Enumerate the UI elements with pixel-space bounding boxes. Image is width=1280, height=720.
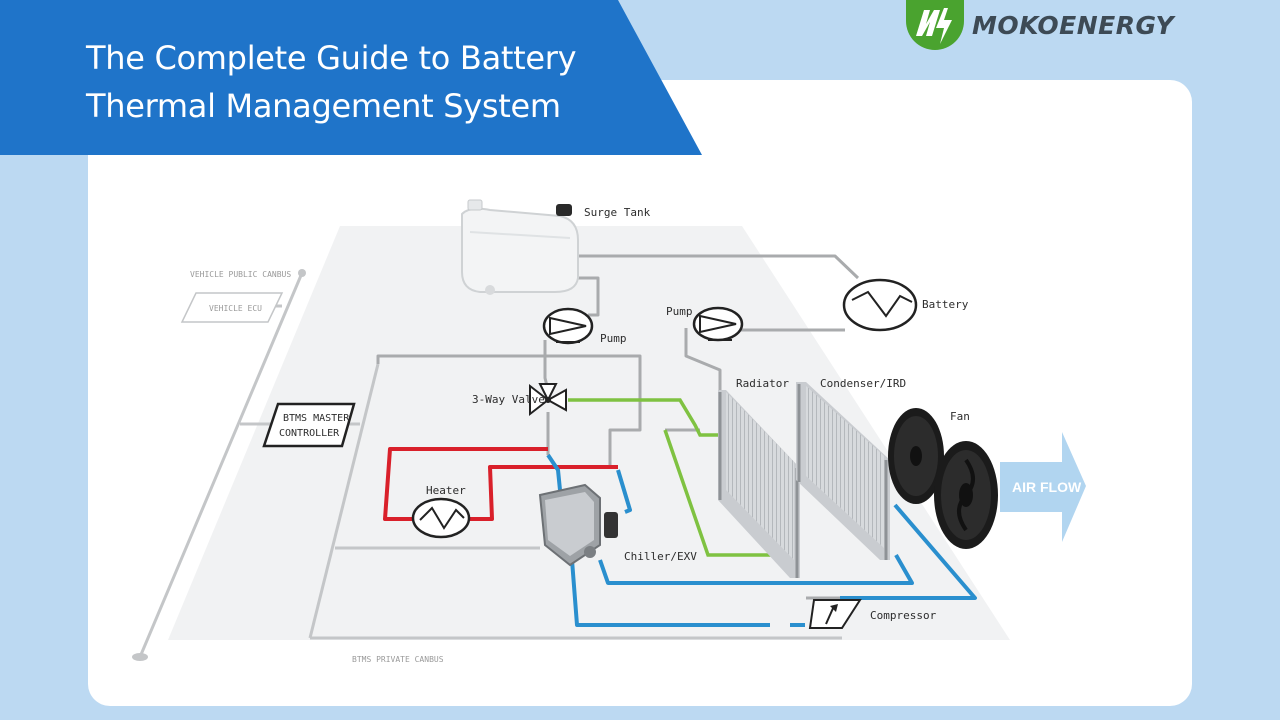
canbus-node-top (298, 269, 306, 277)
chiller-unit (538, 483, 618, 567)
title-banner: The Complete Guide to Battery Thermal Ma… (0, 0, 702, 155)
chiller-loop-blue (546, 453, 977, 627)
surge-tank (461, 199, 579, 295)
page-title-line2: Thermal Management System (86, 87, 561, 125)
pump-left-icon (542, 307, 594, 345)
btms-master-controller-box (262, 402, 356, 448)
label-condenser: Condenser/IRD (820, 377, 906, 390)
radiator-loop-green (568, 398, 720, 437)
compressor-icon (808, 599, 862, 629)
battery-icon (842, 278, 918, 332)
pump-right-icon (692, 306, 744, 342)
label-surge-tank: Surge Tank (584, 206, 651, 219)
heater-icon (411, 497, 471, 539)
label-three-way-valve: 3-Way Valve (472, 393, 545, 406)
label-heater: Heater (426, 484, 466, 497)
page-title-line1: The Complete Guide to Battery (86, 39, 577, 77)
label-battery: Battery (922, 298, 969, 311)
label-btms-private-canbus: BTMS PRIVATE CANBUS (352, 655, 444, 664)
label-radiator: Radiator (736, 377, 789, 390)
coolant-pipes (376, 254, 860, 610)
radiator-loop-green-lower (663, 429, 775, 557)
vehicle-ecu-box (180, 292, 284, 323)
canbus-node-bottom (132, 653, 148, 661)
label-vehicle-ecu: VEHICLE ECU (209, 304, 262, 313)
label-btms-master-line2: CONTROLLER (279, 428, 340, 439)
fan-icon-back (888, 408, 944, 504)
brand-logo: MOKOENERGY (906, 0, 1174, 50)
canbus-lines (138, 272, 842, 658)
label-fan: Fan (950, 410, 970, 423)
fan-icon-front (934, 441, 998, 549)
three-way-valve-icon (529, 383, 567, 417)
label-vehicle-public-canbus: VEHICLE PUBLIC CANBUS (190, 270, 291, 279)
brand-name: MOKOENERGY (972, 10, 1175, 40)
label-compressor: Compressor (870, 609, 937, 622)
label-btms-master-line1: BTMS MASTER (283, 413, 350, 424)
page-title: The Complete Guide to Battery Thermal Ma… (86, 34, 646, 130)
label-pump-left: Pump (600, 332, 627, 345)
heater-loop-red (383, 447, 548, 521)
label-pump-right: Pump (666, 305, 693, 318)
label-air-flow: AIR FLOW (1012, 479, 1082, 495)
label-chiller: Chiller/EXV (624, 550, 697, 563)
brand-logo-mark-icon (906, 0, 964, 50)
air-flow-arrow (1000, 432, 1086, 542)
radiator-unit (718, 390, 800, 578)
condenser-unit (796, 382, 890, 560)
